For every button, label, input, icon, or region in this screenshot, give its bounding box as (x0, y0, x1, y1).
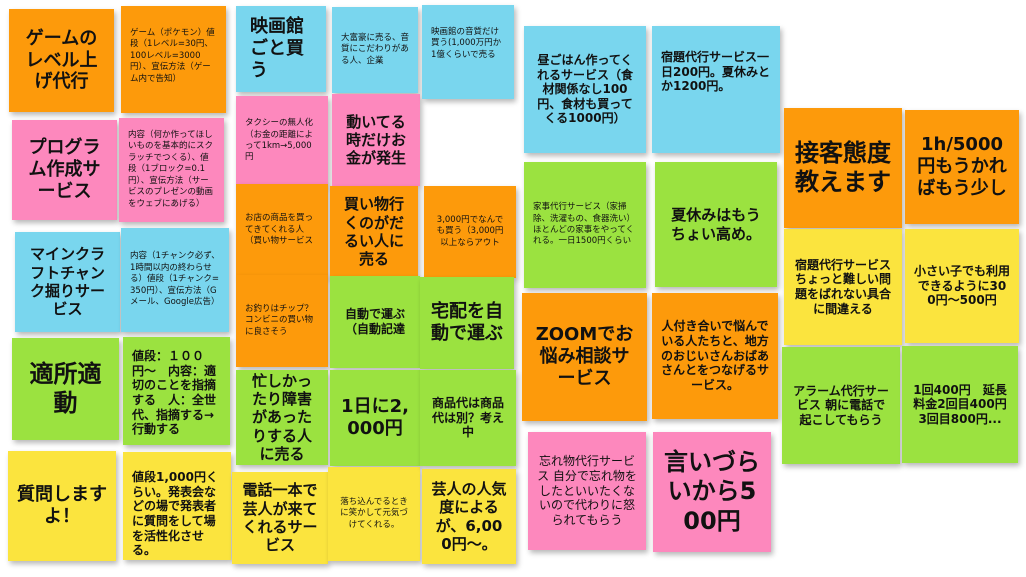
note-text: 家事代行サービス（家掃除、洗濯もの、食器洗い）ほとんどの家事をやってくれる。一日… (533, 202, 636, 247)
sticky-note[interactable]: 3,000円でなんでも買う（3,000円以上ならアウト (424, 186, 516, 278)
note-text: 宅配を自動で運ぶ (431, 301, 503, 344)
sticky-note[interactable]: 昼ごはん作ってくれるサービス（食材関係なし100円、食材も買ってくる1000円） (524, 26, 646, 153)
sticky-note[interactable]: 接客態度教えます (784, 108, 902, 228)
sticky-note[interactable]: 1h/5000円もうかればもう少し (905, 110, 1019, 224)
note-text: ゲーム（ポケモン）値段（1レベル=30円、100レベル=3000円）、宣伝方法（… (130, 28, 215, 84)
sticky-note[interactable]: お釣りはチップ？ コンビニの買い物に良さそう (236, 275, 328, 367)
note-text: 質問しますよ！ (17, 484, 107, 527)
sticky-note[interactable]: 家事代行サービス（家掃除、洗濯もの、食器洗い）ほとんどの家事をやってくれる。一日… (524, 162, 646, 288)
sticky-note[interactable]: 1回400円 延長料金2回目400円3回目800円... (902, 346, 1018, 463)
sticky-note[interactable]: 忘れ物代行サービス 自分で忘れ物をしたといいたくないので代わりに怒られてもらう (528, 432, 646, 550)
note-text: 忘れ物代行サービス 自分で忘れ物をしたといいたくないので代わりに怒られてもらう (537, 454, 637, 527)
sticky-note[interactable]: 忙しかったり障害があったりする人に売る (236, 370, 328, 465)
note-text: 言いづらいから500円 (664, 448, 760, 535)
sticky-note[interactable]: 芸人の人気度によるが、6,000円〜。 (422, 469, 516, 564)
note-text: プログラム作成サービス (28, 137, 101, 202)
sticky-note[interactable]: 映画館ごと買う (236, 6, 326, 92)
sticky-note[interactable]: 値段1,000円くらい。発表会などの場で発表者に質問をして場を活性化させる。 (123, 452, 231, 560)
note-text: タクシーの無人化（お金の距離によって1km→5,000円 (245, 118, 314, 163)
sticky-note[interactable]: 買い物行くのがだるい人に売る (330, 186, 418, 278)
sticky-note[interactable]: 内容（何か作ってほしいものを基本的にスクラッチでつくる）、値段（1ブロック=0.… (119, 118, 224, 222)
note-text: 1日に2,000円 (341, 396, 409, 439)
note-text: 宿題代行サービス一日200円。夏休みとか1200円。 (661, 50, 771, 94)
note-text: 落ち込んでるときに笑かして元気づけてくれる。 (340, 496, 408, 530)
note-text: 映画館ごと買う (250, 16, 304, 81)
sticky-note[interactable]: マインクラフトチャンク掘りサービス (15, 232, 120, 332)
sticky-note[interactable]: タクシーの無人化（お金の距離によって1km→5,000円 (236, 96, 328, 186)
note-text: 宿題代行サービス ちょっと難しい問題をばれない具合に間違える (794, 257, 891, 316)
note-text: 芸人の人気度によるが、6,000円〜。 (431, 479, 507, 553)
sticky-note[interactable]: 商品代は商品代は別？考え中 (420, 370, 516, 466)
sticky-note[interactable]: 小さい子でも利用できるように300円〜500円 (905, 229, 1019, 343)
sticky-note[interactable]: ゲームのレベル上げ代行 (9, 9, 114, 112)
note-text: お釣りはチップ？ コンビニの買い物に良さそう (245, 303, 314, 337)
note-text: 値段1,000円くらい。発表会などの場で発表者に質問をして場を活性化させる。 (132, 470, 218, 558)
note-text: マインクラフトチャンク掘りサービス (29, 245, 105, 319)
note-text: 小さい子でも利用できるように300円〜500円 (914, 264, 1011, 308)
sticky-note[interactable]: 内容（1チャンク必ず、1時間以内の終わらせる）値段（1チャンク=350円）、宣伝… (121, 228, 229, 332)
sticky-note[interactable]: 落ち込んでるときに笑かして元気づけてくれる。 (328, 467, 420, 561)
note-text: 映画館の音質だけ買う(1,000万円か1億くらいで売る (431, 27, 502, 60)
sticky-note[interactable]: 宿題代行サービス ちょっと難しい問題をばれない具合に間違える (784, 229, 902, 345)
sticky-note[interactable]: 宿題代行サービス一日200円。夏休みとか1200円。 (652, 26, 780, 153)
sticky-note[interactable]: ZOOMでお悩み相談サービス (522, 293, 647, 421)
note-text: 自動で運ぶ（自動記達 (344, 307, 405, 336)
note-text: 電話一本で芸人が来てくれるサービス (242, 481, 318, 555)
note-text: お店の商品を買ってきてくれる人（買い物サービス (245, 213, 314, 247)
sticky-note[interactable]: 適所適動 (12, 338, 119, 440)
note-text: 商品代は商品代は別？考え中 (431, 396, 504, 440)
sticky-note[interactable]: 宅配を自動で運ぶ (420, 277, 514, 369)
note-text: 昼ごはん作ってくれるサービス（食材関係なし100円、食材も買ってくる1000円） (536, 52, 633, 126)
sticky-note[interactable]: 夏休みはもうちょい高め。 (655, 162, 777, 287)
note-text: 適所適動 (29, 359, 102, 417)
sticky-note[interactable]: アラーム代行サービス 朝に電話で起こしてもらう (782, 347, 900, 464)
note-text: アラーム代行サービス 朝に電話で起こしてもらう (793, 383, 889, 427)
sticky-note[interactable]: 値段：１００円〜 内容：適切のことを指摘する 人：全世代、指摘する→行動する (123, 337, 230, 445)
sticky-note[interactable]: プログラム作成サービス (12, 120, 117, 220)
note-text: 1回400円 延長料金2回目400円3回目800円... (913, 382, 1007, 426)
note-text: 接客態度教えます (795, 138, 891, 196)
note-text: 内容（1チャンク必ず、1時間以内の終わらせる）値段（1チャンク=350円）、宣伝… (130, 251, 220, 308)
note-text: 動いてる時だけお金が発生 (345, 112, 406, 168)
note-text: 忙しかったり障害があったりする人に売る (251, 371, 312, 463)
note-text: ZOOMでお悩み相談サービス (535, 324, 634, 389)
note-text: 値段：１００円〜 内容：適切のことを指摘する 人：全世代、指摘する→行動する (132, 349, 217, 437)
note-text: 夏休みはもうちょい高め。 (670, 206, 761, 243)
note-text: 人付き合いで悩んでいる人たちと、地方のおじいさんおばあさんとをつなげるサービス。 (661, 319, 770, 392)
sticky-note[interactable]: 言いづらいから500円 (653, 432, 771, 552)
sticky-note[interactable]: ゲーム（ポケモン）値段（1レベル=30円、100レベル=3000円）、宣伝方法（… (121, 6, 226, 113)
sticky-note[interactable]: 人付き合いで悩んでいる人たちと、地方のおじいさんおばあさんとをつなげるサービス。 (652, 293, 778, 419)
sticky-note[interactable]: 質問しますよ！ (8, 451, 116, 561)
note-text: 3,000円でなんでも買う（3,000円以上ならアウト (436, 214, 504, 248)
sticky-note[interactable]: 映画館の音質だけ買う(1,000万円か1億くらいで売る (422, 5, 514, 99)
note-text: 大富豪に売る、音質にこだわりがある人、企業 (341, 33, 410, 66)
note-text: 買い物行くのがだるい人に売る (343, 195, 404, 269)
note-text: ゲームのレベル上げ代行 (25, 27, 98, 93)
sticky-note[interactable]: 動いてる時だけお金が発生 (332, 94, 420, 186)
note-text: 内容（何か作ってほしいものを基本的にスクラッチでつくる）、値段（1ブロック=0.… (128, 129, 214, 209)
note-text: 1h/5000円もうかればもう少し (917, 134, 1007, 199)
sticky-note[interactable]: 1日に2,000円 (330, 370, 420, 466)
sticky-note[interactable]: 大富豪に売る、音質にこだわりがある人、企業 (332, 7, 418, 93)
sticky-note[interactable]: 電話一本で芸人が来てくれるサービス (232, 472, 328, 564)
sticky-note[interactable]: お店の商品を買ってきてくれる人（買い物サービス (236, 184, 328, 277)
sticky-note[interactable]: 自動で運ぶ（自動記達 (330, 276, 420, 368)
